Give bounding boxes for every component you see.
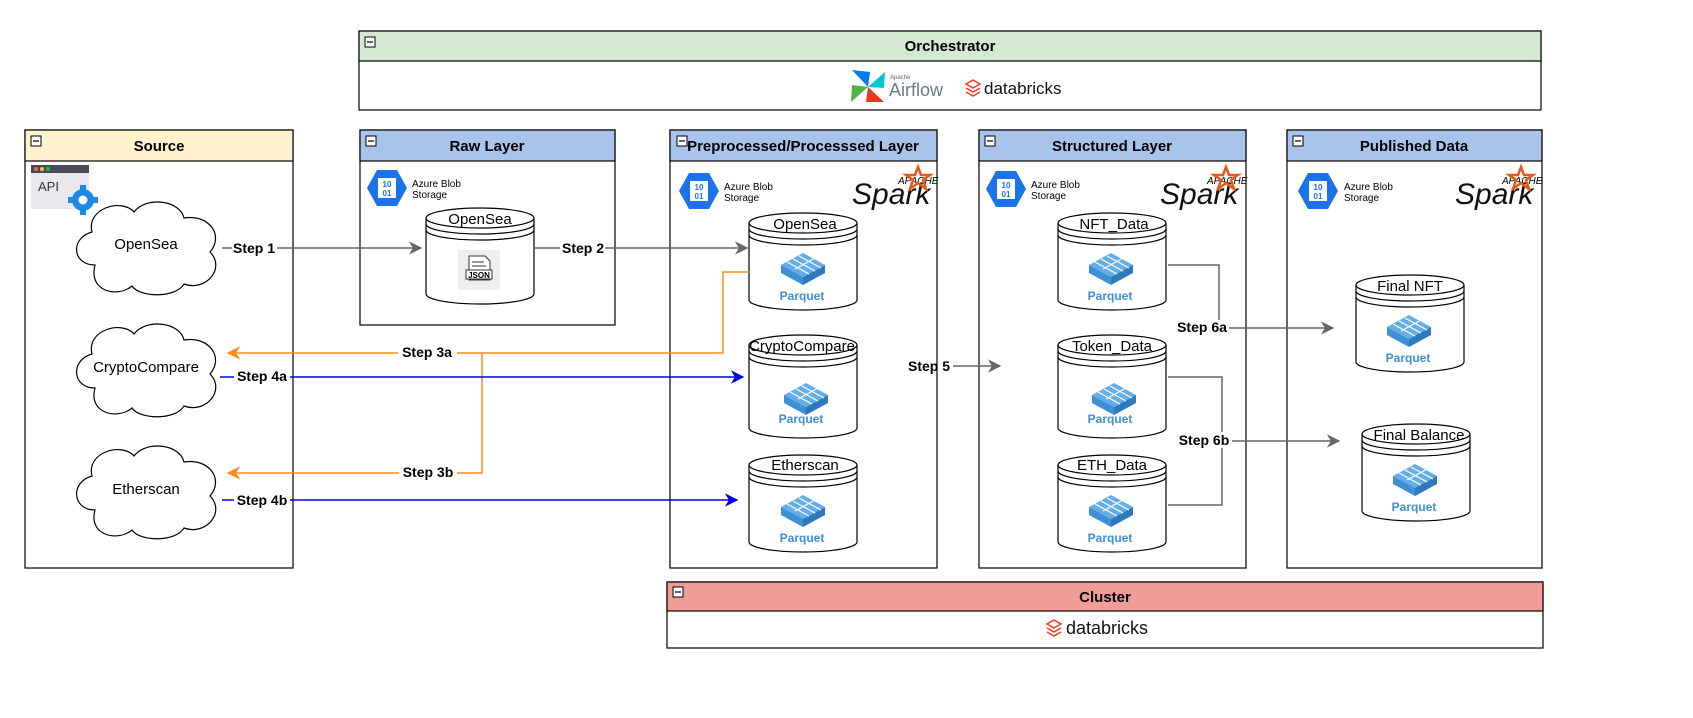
- orchestrator-container: Orchestrator Apache Airflow databricks: [358, 30, 1542, 111]
- json-file-icon: JSON: [458, 250, 500, 290]
- databricks-logo: databricks: [1045, 618, 1148, 638]
- cloud-cryptocompare: CryptoCompare: [76, 323, 217, 418]
- svg-text:Step 2: Step 2: [562, 240, 604, 256]
- arrow-step3: Step 3a Step 3b: [226, 271, 749, 480]
- arrow-step6a: Step 6a: [1168, 264, 1335, 335]
- databricks-logo: databricks: [964, 79, 1061, 98]
- svg-text:CryptoCompare: CryptoCompare: [749, 338, 855, 355]
- svg-text:APACHE: APACHE: [1501, 176, 1543, 187]
- svg-text:databricks: databricks: [984, 79, 1061, 98]
- svg-text:Step 6b: Step 6b: [1179, 432, 1230, 448]
- svg-text:Parquet: Parquet: [1088, 412, 1133, 426]
- svg-text:Etherscan: Etherscan: [771, 457, 839, 474]
- svg-text:Step 3b: Step 3b: [403, 464, 454, 480]
- source-title: Source: [134, 138, 185, 155]
- svg-text:Step 4a: Step 4a: [237, 368, 287, 384]
- airflow-logo: Apache Airflow: [851, 70, 944, 102]
- spark-logo: APACHE Spark: [1160, 165, 1248, 211]
- cloud-etherscan: Etherscan: [76, 445, 217, 540]
- svg-text:Storage: Storage: [412, 190, 447, 201]
- svg-text:Airflow: Airflow: [889, 80, 944, 100]
- svg-text:Parquet: Parquet: [779, 412, 824, 426]
- svg-text:Raw Layer: Raw Layer: [449, 138, 524, 155]
- svg-text:Structured Layer: Structured Layer: [1052, 138, 1172, 155]
- orchestrator-title: Orchestrator: [905, 38, 996, 55]
- collapse-icon[interactable]: [672, 586, 684, 598]
- arrow-step2: Step 2: [535, 240, 749, 256]
- db-processed-etherscan: Etherscan Parquet: [748, 454, 858, 553]
- svg-text:API: API: [38, 179, 59, 194]
- svg-text:OpenSea: OpenSea: [773, 216, 837, 233]
- svg-text:Step 5: Step 5: [908, 358, 950, 374]
- collapse-icon[interactable]: [984, 135, 996, 147]
- collapse-icon[interactable]: [676, 135, 688, 147]
- svg-text:Azure Blob: Azure Blob: [724, 182, 773, 193]
- db-token-data: Token_Data Parquet: [1057, 334, 1167, 439]
- svg-text:Final Balance: Final Balance: [1374, 427, 1465, 444]
- svg-text:Spark: Spark: [1455, 178, 1535, 211]
- svg-text:Final NFT: Final NFT: [1377, 278, 1443, 295]
- svg-text:Step 3a: Step 3a: [402, 344, 452, 360]
- svg-text:Spark: Spark: [852, 178, 932, 211]
- svg-text:Parquet: Parquet: [1088, 289, 1133, 303]
- svg-text:Apache: Apache: [890, 75, 911, 81]
- svg-text:Etherscan: Etherscan: [112, 481, 180, 498]
- svg-text:Parquet: Parquet: [780, 531, 825, 545]
- arrow-step4a: Step 4a: [220, 368, 745, 384]
- svg-text:Parquet: Parquet: [780, 289, 825, 303]
- svg-text:Spark: Spark: [1160, 178, 1240, 211]
- db-processed-opensea: OpenSea Parquet: [748, 212, 858, 311]
- svg-text:Step 1: Step 1: [233, 240, 275, 256]
- db-nft-data: NFT_Data Parquet: [1057, 212, 1167, 311]
- svg-text:CryptoCompare: CryptoCompare: [93, 359, 199, 376]
- arrow-step6b: Step 6b: [1168, 376, 1341, 506]
- api-icon: API: [31, 165, 98, 215]
- svg-text:APACHE: APACHE: [1206, 176, 1248, 187]
- spark-logo: APACHE Spark: [852, 165, 939, 211]
- svg-text:Azure Blob: Azure Blob: [1031, 180, 1080, 191]
- svg-text:Cluster: Cluster: [1079, 589, 1131, 606]
- collapse-icon[interactable]: [364, 36, 376, 48]
- svg-text:databricks: databricks: [1066, 618, 1148, 638]
- gear-icon: [68, 185, 98, 215]
- spark-logo: APACHE Spark: [1455, 165, 1543, 211]
- cloud-opensea: OpenSea: [76, 201, 217, 296]
- cluster-container: Cluster databricks: [666, 581, 1544, 649]
- db-processed-cryptocompare: CryptoCompare Parquet: [748, 334, 858, 439]
- svg-text:Step 6a: Step 6a: [1177, 319, 1227, 335]
- db-eth-data: ETH_Data Parquet: [1057, 454, 1167, 553]
- arrow-step4b: Step 4b: [222, 492, 739, 508]
- db-raw-opensea: OpenSea JSON: [425, 207, 535, 305]
- arrow-step1: Step 1: [222, 240, 423, 256]
- svg-text:Azure Blob: Azure Blob: [1344, 182, 1393, 193]
- svg-text:ETH_Data: ETH_Data: [1077, 457, 1148, 474]
- svg-text:Parquet: Parquet: [1088, 531, 1133, 545]
- svg-text:OpenSea: OpenSea: [448, 211, 512, 228]
- svg-text:APACHE: APACHE: [897, 176, 939, 187]
- svg-text:Step 4b: Step 4b: [237, 492, 288, 508]
- collapse-icon[interactable]: [30, 135, 42, 147]
- collapse-icon[interactable]: [1292, 135, 1304, 147]
- svg-text:Storage: Storage: [1031, 191, 1066, 202]
- svg-text:Token_Data: Token_Data: [1072, 338, 1153, 355]
- svg-text:JSON: JSON: [468, 271, 490, 280]
- svg-text:Published Data: Published Data: [1360, 138, 1469, 155]
- arrow-step5: Step 5: [908, 358, 1002, 374]
- svg-text:Storage: Storage: [724, 193, 759, 204]
- svg-text:NFT_Data: NFT_Data: [1079, 216, 1149, 233]
- svg-text:Parquet: Parquet: [1392, 500, 1437, 514]
- svg-text:Azure Blob: Azure Blob: [412, 179, 461, 190]
- db-final-nft: Final NFT Parquet: [1355, 274, 1465, 373]
- collapse-icon[interactable]: [365, 135, 377, 147]
- db-final-balance: Final Balance Parquet: [1361, 423, 1471, 522]
- svg-text:Parquet: Parquet: [1386, 351, 1431, 365]
- svg-text:OpenSea: OpenSea: [114, 236, 178, 253]
- svg-text:Preprocessed/Processsed Layer: Preprocessed/Processsed Layer: [687, 138, 919, 155]
- svg-text:Storage: Storage: [1344, 193, 1379, 204]
